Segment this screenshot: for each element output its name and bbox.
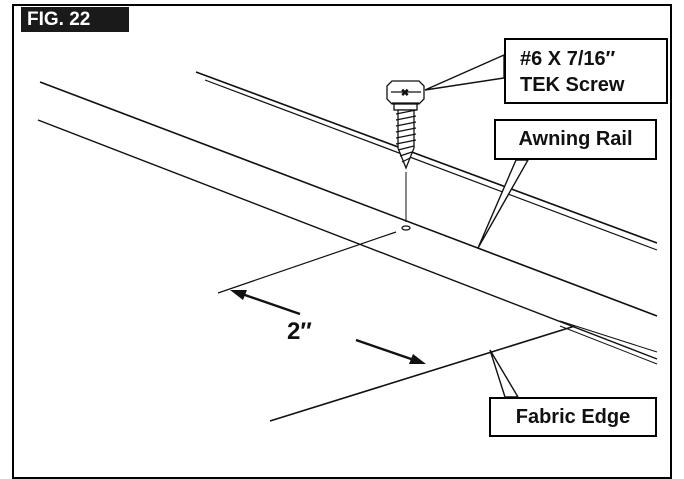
figure-label: FIG. 22 xyxy=(21,7,129,32)
dimension-arrow xyxy=(230,290,426,364)
screw-size-text: #6 X 7/16″ xyxy=(520,48,616,70)
rail-leader xyxy=(477,159,530,249)
dimension-label: 2″ xyxy=(284,318,315,346)
fabric-edge-callout: Fabric Edge xyxy=(489,397,657,437)
screw-type-text: TEK Screw xyxy=(520,74,625,96)
fabric-leader xyxy=(489,349,520,398)
leader-lines xyxy=(424,53,530,398)
fabric xyxy=(217,231,576,422)
awning-rail xyxy=(37,71,658,365)
svg-text:✖: ✖ xyxy=(401,88,409,99)
screw-callout: #6 X 7/16″ TEK Screw xyxy=(504,38,668,104)
tek-screw-drawing: ✖ xyxy=(386,80,425,231)
figure-frame xyxy=(12,4,672,479)
screw-leader xyxy=(424,53,505,91)
awning-rail-callout: Awning Rail xyxy=(494,119,657,160)
